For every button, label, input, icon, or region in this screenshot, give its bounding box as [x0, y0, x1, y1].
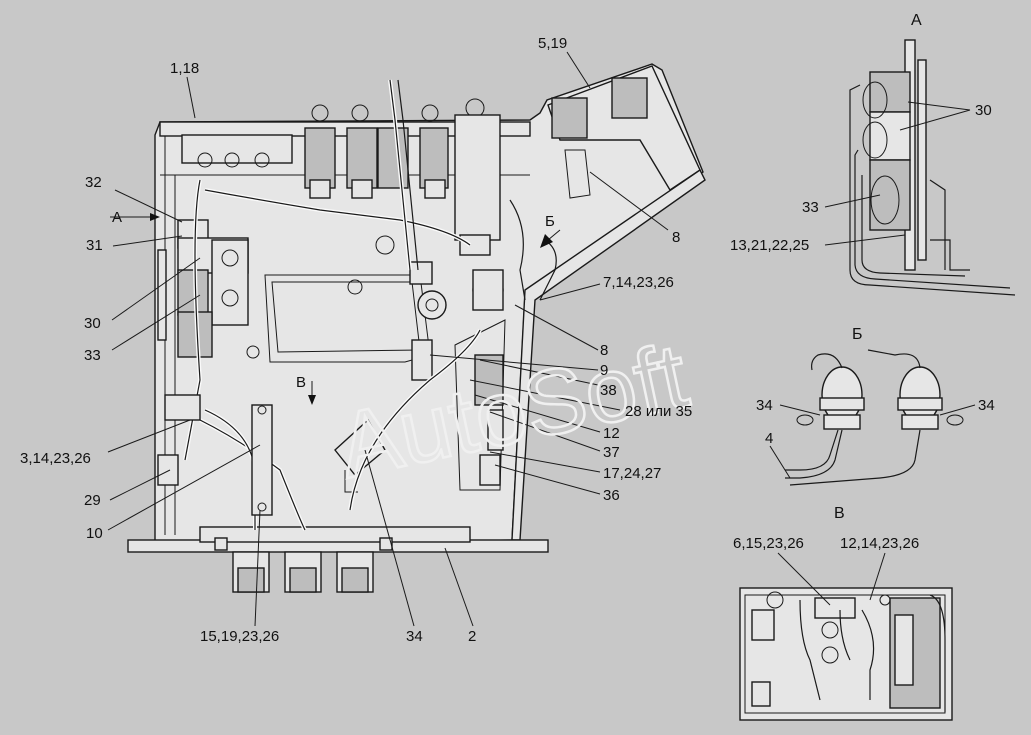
callout-28-or-35: 28 или 35 — [625, 403, 692, 420]
callout-2: 2 — [468, 628, 476, 645]
leader-lines — [107, 51, 976, 627]
callout-15-19-23-26: 15,19,23,26 — [200, 628, 279, 645]
view-b-detail — [785, 349, 964, 486]
main-assembly — [127, 63, 706, 593]
view-b-callout-34-right: 34 — [978, 397, 995, 414]
callout-32: 32 — [85, 174, 102, 191]
callout-8-top: 8 — [672, 229, 680, 246]
view-v-callout-12-14-23-26: 12,14,23,26 — [840, 535, 919, 552]
callout-5-19: 5,19 — [538, 35, 567, 52]
view-v-detail — [739, 587, 953, 721]
view-title-a: А — [911, 12, 922, 29]
view-a-callout-33: 33 — [802, 199, 819, 216]
callout-38: 38 — [600, 382, 617, 399]
view-v-callout-6-15-23-26: 6,15,23,26 — [733, 535, 804, 552]
callout-17-24-27: 17,24,27 — [603, 465, 661, 482]
callout-7-14-23-26: 7,14,23,26 — [603, 274, 674, 291]
callout-9: 9 — [600, 362, 608, 379]
callout-30: 30 — [84, 315, 101, 332]
view-a-callout-30: 30 — [975, 102, 992, 119]
callout-view-a-arrow: А — [112, 209, 122, 226]
view-b-callout-34-left: 34 — [756, 397, 773, 414]
callout-view-v-arrow: В — [296, 374, 306, 391]
view-title-v: В — [834, 505, 845, 522]
callout-12: 12 — [603, 425, 620, 442]
callout-10: 10 — [86, 525, 103, 542]
callout-36: 36 — [603, 487, 620, 504]
view-a-callout-13-21-22-25: 13,21,22,25 — [730, 237, 809, 254]
callout-37: 37 — [603, 444, 620, 461]
callout-8-mid: 8 — [600, 342, 608, 359]
callout-29: 29 — [84, 492, 101, 509]
view-b-callout-4: 4 — [765, 430, 773, 447]
callout-1-18: 1,18 — [170, 60, 199, 77]
callout-33: 33 — [84, 347, 101, 364]
view-title-b: Б — [852, 326, 863, 343]
callout-34-main: 34 — [406, 628, 423, 645]
callout-3-14-23-26: 3,14,23,26 — [20, 450, 91, 467]
view-a-detail — [849, 39, 1016, 296]
callout-view-b-arrow: Б — [545, 213, 555, 230]
callout-31: 31 — [86, 237, 103, 254]
